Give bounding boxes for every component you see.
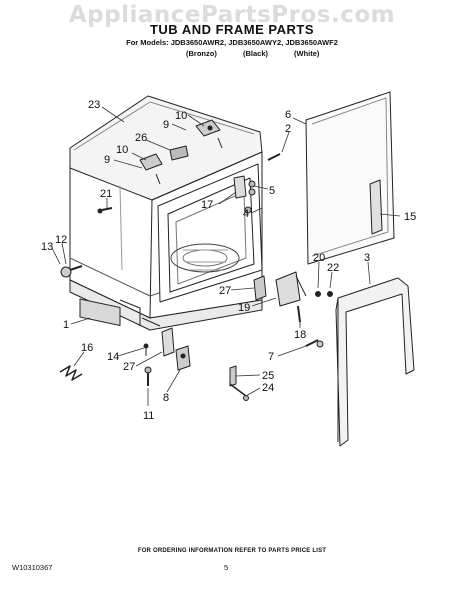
side-gasket — [305, 91, 395, 265]
door-spring — [59, 365, 83, 381]
callout-1: 1 — [63, 319, 69, 331]
document-id: W10310367 — [12, 563, 53, 572]
callout-18: 18 — [294, 329, 306, 341]
callout-8: 8 — [163, 392, 169, 404]
seal-15 — [369, 179, 383, 235]
callout-19: 19 — [238, 302, 250, 314]
callout-22: 22 — [327, 262, 339, 274]
callout-27b: 27 — [123, 361, 135, 373]
leveling-leg — [60, 265, 83, 278]
screw-21 — [97, 207, 113, 214]
callout-23: 23 — [88, 99, 100, 111]
base-frame — [69, 279, 263, 331]
page-number: 5 — [224, 563, 229, 572]
ordering-note: FOR ORDERING INFORMATION REFER TO PARTS … — [137, 548, 327, 554]
model-list: For Models: JDB3650AWR2, JDB3650AWY2, JD… — [126, 38, 338, 47]
callout-14: 14 — [107, 351, 119, 363]
callout-13: 13 — [41, 241, 53, 253]
watermark: AppliancePartsPros.com — [68, 2, 396, 28]
door-latch-parts — [229, 339, 324, 401]
clip-parts — [233, 175, 256, 214]
callout-26: 26 — [135, 132, 147, 144]
callout-9b: 9 — [104, 154, 110, 166]
door-gasket — [335, 277, 415, 447]
callout-2: 2 — [285, 123, 291, 135]
callout-3: 3 — [364, 252, 370, 264]
hinge-assembly — [275, 271, 333, 323]
callout-15: 15 — [404, 211, 416, 223]
callout-12: 12 — [55, 234, 67, 246]
callout-16: 16 — [81, 342, 93, 354]
callout-numbers: 23 10 9 26 10 9 21 6 2 5 17 4 15 13 12 2… — [41, 99, 416, 422]
callout-9a: 9 — [163, 119, 169, 131]
bracket-27-upper — [253, 275, 267, 301]
page-title: TUB AND FRAME PARTS — [149, 22, 315, 37]
callout-21: 21 — [100, 188, 112, 200]
callout-24: 24 — [262, 382, 274, 394]
callout-20: 20 — [313, 252, 325, 264]
callout-6: 6 — [285, 109, 291, 121]
callout-17: 17 — [201, 199, 213, 211]
leader-lines — [51, 106, 401, 406]
callout-4: 4 — [243, 208, 249, 220]
callout-10a: 10 — [175, 110, 187, 122]
color-white-label: (White) — [294, 49, 320, 58]
hinge-bracket-lower — [139, 153, 163, 185]
callout-11: 11 — [143, 410, 154, 422]
color-bronze-label: (Bronzo) — [186, 49, 217, 58]
hinge-bracket-upper — [169, 119, 223, 161]
callout-25: 25 — [262, 370, 274, 382]
screw-2 — [267, 153, 281, 161]
callout-27a: 27 — [219, 285, 231, 297]
lower-hardware — [143, 327, 191, 386]
callout-5: 5 — [269, 185, 275, 197]
callout-10b: 10 — [116, 144, 128, 156]
callout-7: 7 — [268, 351, 274, 363]
color-black-label: (Black) — [243, 49, 269, 58]
